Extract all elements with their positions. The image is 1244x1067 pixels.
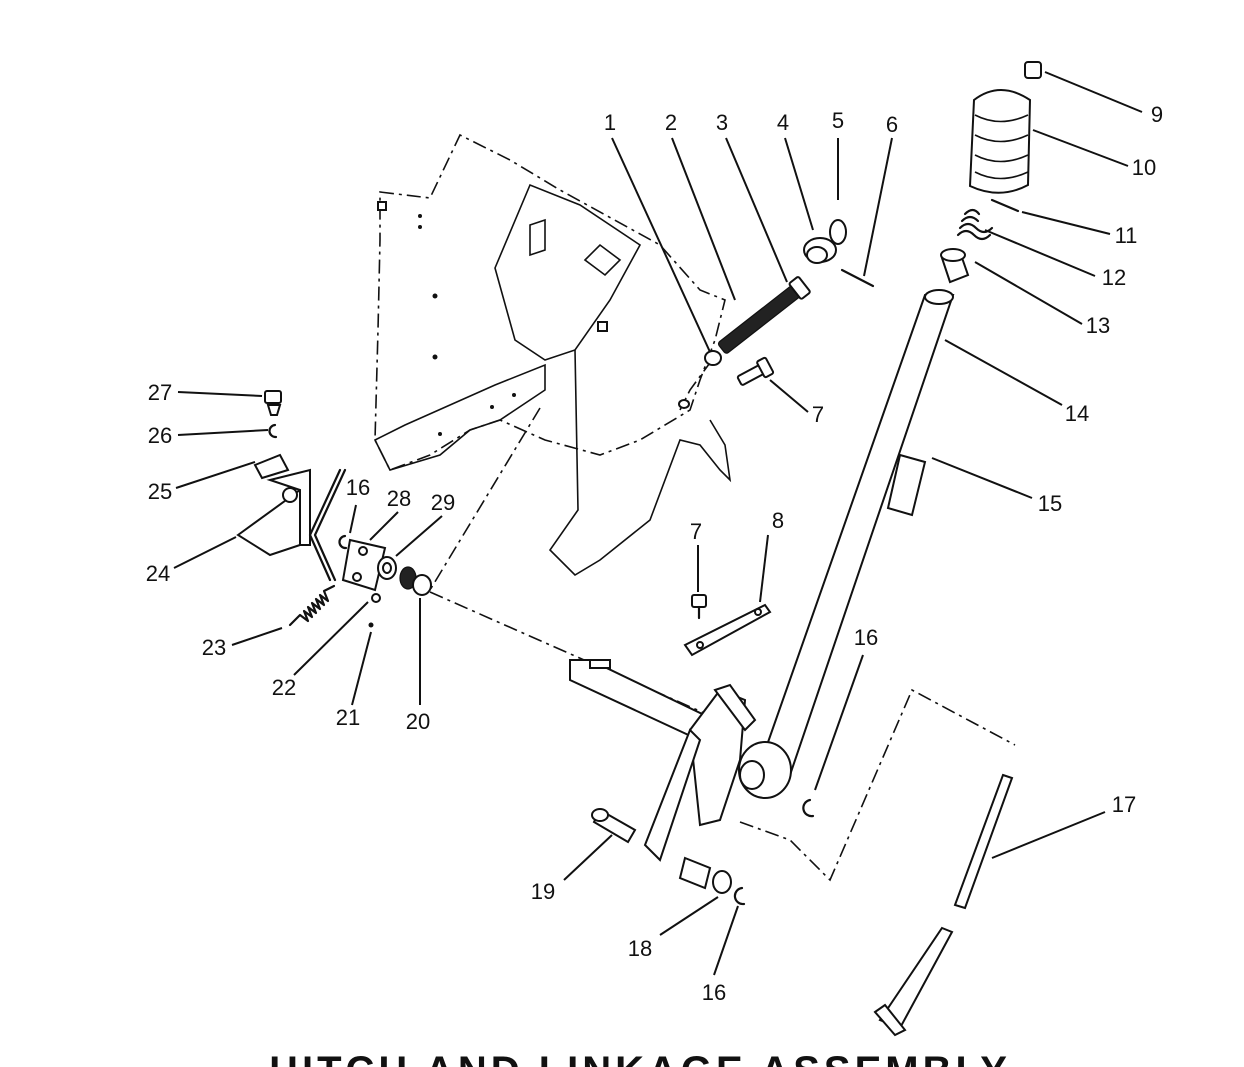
pin-and-bushing [591,798,815,906]
callout-7-lower: 7 [690,519,702,544]
pivot-shaft-assembly [429,407,1016,882]
callout-15: 15 [1038,491,1062,516]
callout-16-bottom: 16 [702,980,726,1005]
callout-23: 23 [202,635,226,660]
callout-20: 20 [406,709,430,734]
callout-7-upper: 7 [812,402,824,427]
callout-9: 9 [1151,102,1163,127]
callout-13: 13 [1086,313,1110,338]
callout-8: 8 [772,508,784,533]
adjusting-screw-assembly [678,219,875,411]
callout-24: 24 [146,561,170,586]
callout-22: 22 [272,675,296,700]
callout-17: 17 [1112,792,1136,817]
callout-labels: 1 2 3 4 5 6 7 7 8 9 10 11 12 13 14 15 16… [146,102,1163,1005]
callout-26: 26 [148,423,172,448]
callout-10: 10 [1132,155,1156,180]
callout-6: 6 [886,112,898,137]
mounting-plate-and-bolt [683,594,772,657]
diagram-caption: HITCH AND LINKAGE ASSEMBLY [269,1049,1011,1067]
frame-housing [373,133,732,577]
callout-19: 19 [531,879,555,904]
callout-3: 3 [716,110,728,135]
tube-sleeve [886,453,927,517]
callout-16-left: 16 [346,475,370,500]
callout-28: 28 [387,486,411,511]
callout-5: 5 [832,108,844,133]
callout-14: 14 [1065,401,1089,426]
callout-25: 25 [148,479,172,504]
callout-27: 27 [148,380,172,405]
callout-29: 29 [431,490,455,515]
callout-1: 1 [604,110,616,135]
callout-21: 21 [336,705,360,730]
leader-lines [173,71,1143,976]
callout-4: 4 [777,110,789,135]
callout-11: 11 [1115,223,1138,248]
link-rod [873,773,1014,1037]
handle-tube [758,289,955,777]
callout-16-right: 16 [854,625,878,650]
callout-2: 2 [665,110,677,135]
handle-grip-parts [940,61,1042,284]
callout-12: 12 [1102,265,1126,290]
left-linkage-parts [236,390,432,628]
callout-18: 18 [628,936,652,961]
